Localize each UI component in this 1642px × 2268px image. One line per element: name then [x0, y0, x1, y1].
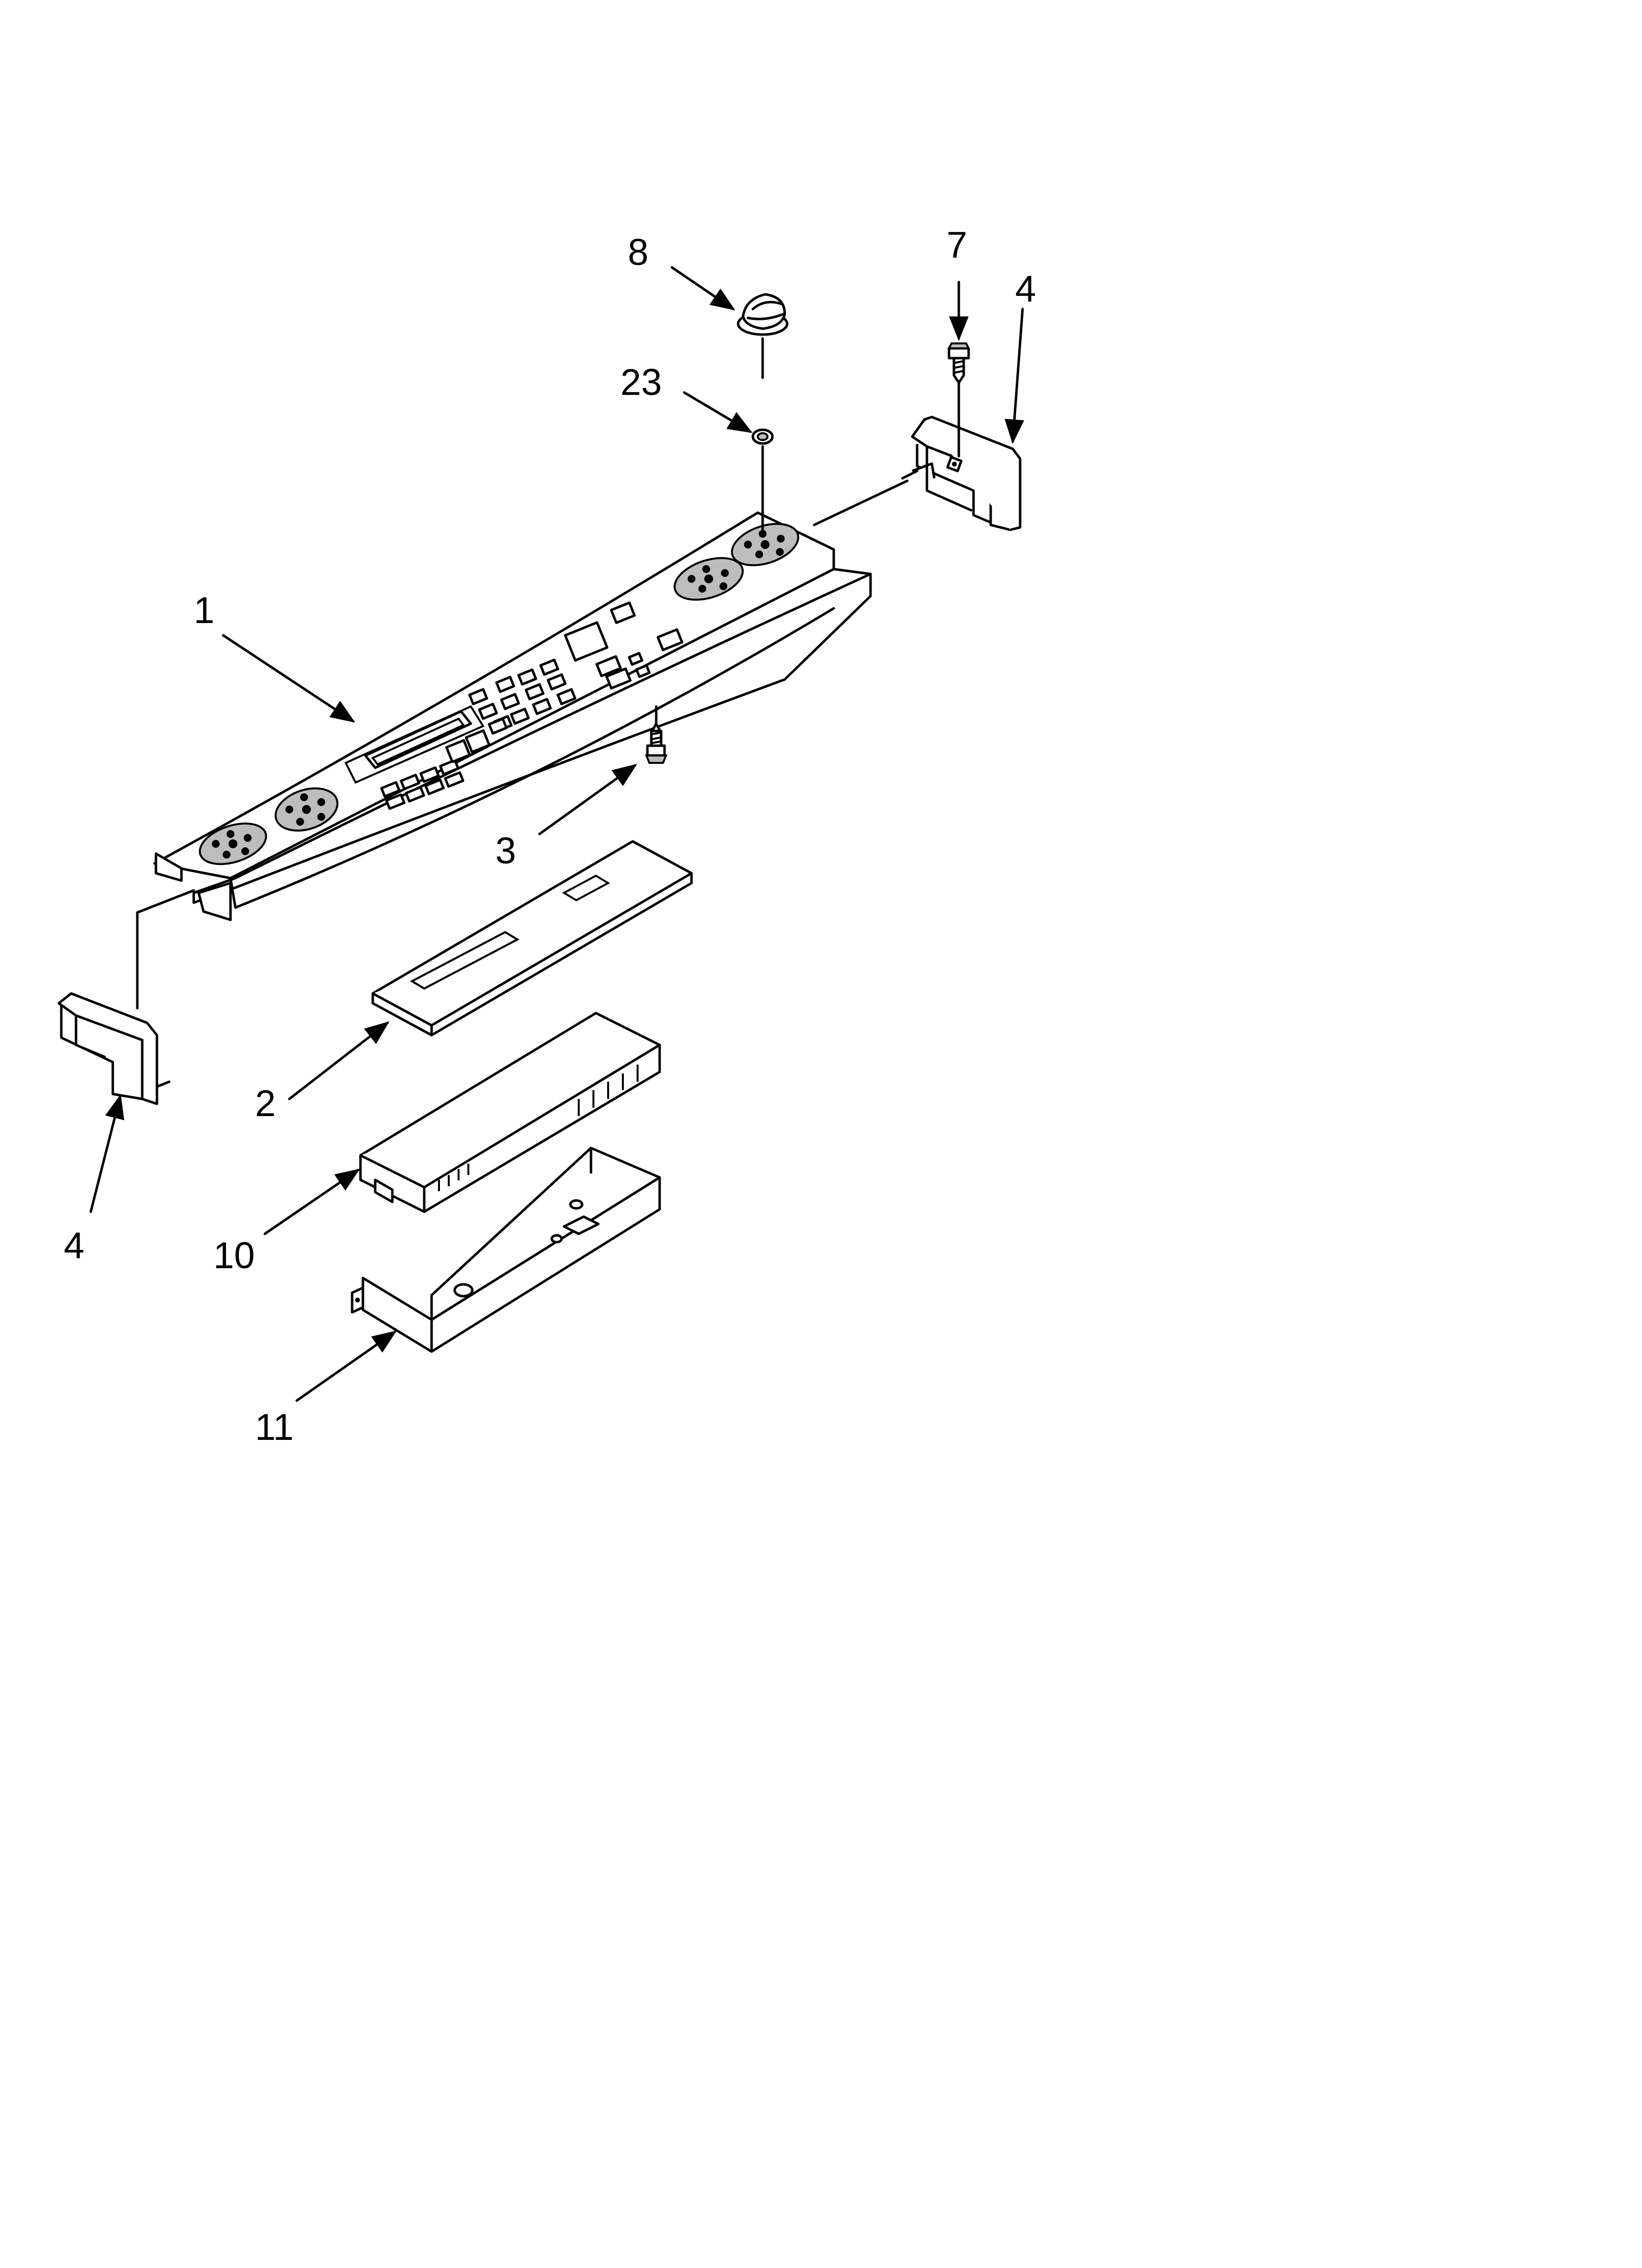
- callout-3: 3: [495, 830, 516, 872]
- callout-23: 23: [620, 362, 662, 403]
- control-panel-console: [153, 511, 872, 921]
- callout-7: 7: [947, 224, 967, 266]
- electronic-control-board: [359, 1012, 661, 1213]
- screw-end-cap: [947, 342, 971, 384]
- control-knob: [737, 293, 789, 336]
- callout-4-right: 4: [1015, 268, 1036, 310]
- callout-labels: 1 8 23 7 4 3 2 10 11 4: [64, 224, 1036, 1448]
- console-display-window: [344, 705, 485, 784]
- screw-console: [645, 722, 667, 764]
- callout-1: 1: [194, 590, 214, 631]
- assembly-lines: [136, 337, 960, 1010]
- callout-8: 8: [628, 232, 648, 273]
- control-overlay: [371, 840, 693, 1037]
- knob-marker-4: [731, 522, 799, 567]
- callout-11: 11: [255, 1407, 294, 1448]
- callout-2: 2: [255, 1083, 276, 1124]
- control-box-tray: [351, 1147, 661, 1353]
- leader-arrows: [89, 266, 1025, 1402]
- callout-10: 10: [213, 1235, 255, 1277]
- spring-washer: [751, 428, 774, 445]
- end-cap-right: [901, 416, 1022, 531]
- callout-4-left: 4: [64, 1225, 84, 1267]
- knob-marker-2: [274, 787, 339, 832]
- console-keypad: [380, 601, 684, 810]
- knob-marker-3: [673, 557, 744, 601]
- knob-marker-1: [199, 822, 267, 865]
- end-cap-left: [57, 992, 171, 1105]
